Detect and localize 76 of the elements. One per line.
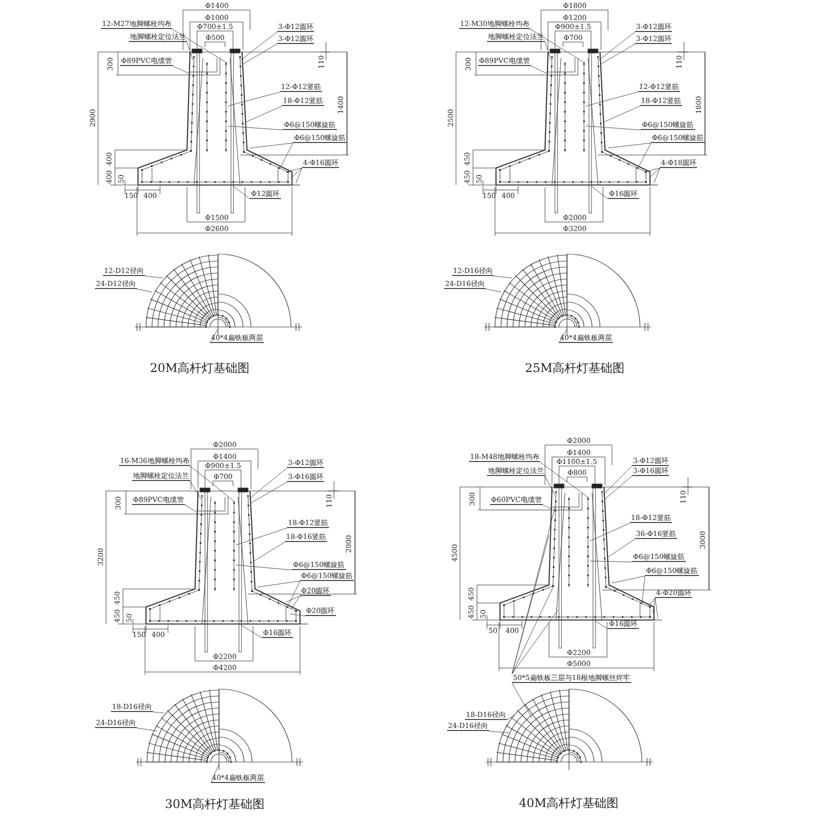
leader-line <box>512 534 550 674</box>
leader-line <box>190 480 202 500</box>
leader-line <box>258 580 300 588</box>
leader-line <box>152 712 164 714</box>
drawing-title: 40M高杆灯基础图 <box>519 796 619 810</box>
leader-line <box>530 28 586 64</box>
leader-line <box>602 466 632 496</box>
leader-line <box>254 542 286 562</box>
leader-line <box>506 714 514 720</box>
leader-line <box>290 614 306 616</box>
leader-line <box>290 596 300 610</box>
leader-line <box>240 32 278 60</box>
leader-line <box>232 186 250 200</box>
leader-line <box>648 168 660 178</box>
leader-line <box>590 186 608 200</box>
leader-line <box>288 580 300 606</box>
leader-line <box>190 466 236 502</box>
leader-line <box>236 564 292 570</box>
drawing-title: 30M高杆灯基础图 <box>165 797 265 811</box>
leader-line <box>604 106 640 122</box>
leader-line <box>590 522 630 542</box>
leader-line <box>642 576 646 604</box>
leader-line <box>236 528 288 546</box>
leader-line <box>280 142 294 168</box>
leader-line <box>290 168 302 178</box>
leader-line <box>136 288 152 292</box>
leader-line <box>542 504 552 510</box>
leader-line <box>250 482 288 504</box>
leader-line <box>652 598 656 614</box>
leader-line <box>512 584 554 674</box>
leader-line <box>648 598 656 608</box>
leader-line <box>250 142 294 148</box>
leader-line <box>590 560 632 562</box>
leader-line <box>184 504 198 514</box>
leader-line <box>286 596 300 602</box>
leader-line <box>604 476 632 500</box>
leader-line <box>598 32 636 60</box>
drawing-title: 25M高杆灯基础图 <box>525 361 625 375</box>
leader-line <box>586 92 638 106</box>
leader-line <box>186 42 194 60</box>
leader-line <box>172 66 190 74</box>
leader-line <box>654 168 660 184</box>
leader-line <box>586 126 642 130</box>
leader-line <box>494 276 512 278</box>
leader-line <box>644 168 660 172</box>
drawing-title: 20M高杆灯基础图 <box>150 361 250 375</box>
leader-line <box>248 468 288 500</box>
leader-line <box>172 28 228 64</box>
leader-line <box>228 126 284 130</box>
leader-line <box>612 576 646 584</box>
leader-line <box>228 92 280 106</box>
leader-line <box>608 142 652 148</box>
leader-line <box>296 168 302 184</box>
leader-line <box>488 730 510 734</box>
leader-line <box>240 624 262 638</box>
leader-line <box>540 462 590 498</box>
leader-line <box>242 44 278 64</box>
leader-line <box>246 106 282 122</box>
leader-line <box>544 42 552 60</box>
leader-line <box>558 328 568 344</box>
leader-line <box>638 142 652 168</box>
leader-line <box>544 476 556 496</box>
leader-line <box>600 44 636 64</box>
leader-line <box>210 328 218 344</box>
leader-line <box>136 728 158 732</box>
leader-line <box>512 682 532 718</box>
leader-line <box>654 598 658 618</box>
leader-line <box>594 620 608 630</box>
leader-line <box>608 538 636 558</box>
leader-line <box>486 288 502 292</box>
leader-line <box>210 764 220 784</box>
leader-line <box>286 168 302 172</box>
leader-line <box>512 506 556 674</box>
leader-line <box>530 66 548 74</box>
leader-line <box>512 610 558 674</box>
leader-line <box>144 276 164 278</box>
